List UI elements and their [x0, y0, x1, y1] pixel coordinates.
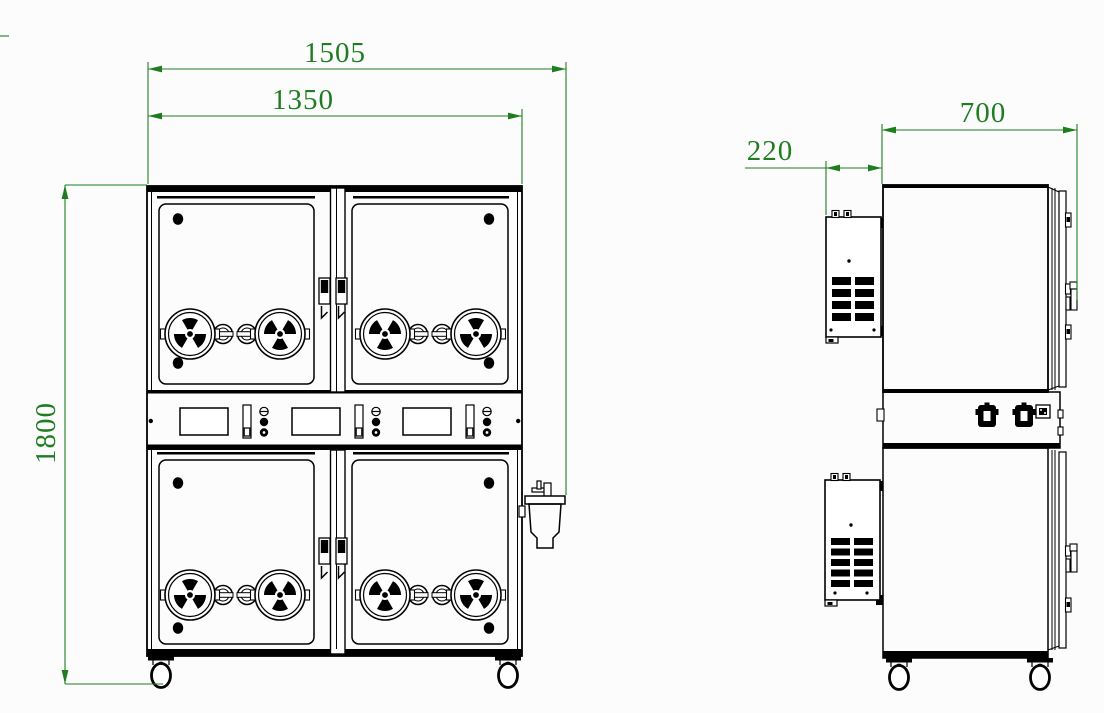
side-door-edge-upper [1047, 186, 1078, 391]
dim-overall-width-label: 1505 [304, 37, 366, 69]
front-view [146, 185, 566, 689]
caster-wheel [884, 656, 914, 691]
side-body [882, 184, 1049, 659]
screw-dot [483, 357, 495, 369]
radiation-port [249, 308, 311, 360]
dim-rear-unit-depth: 220 [745, 135, 882, 215]
rear-unit-lower [824, 472, 883, 607]
side-door-edge-lower [1047, 450, 1078, 651]
screw-dot [172, 477, 184, 489]
dimension-annotations: 1505 1350 1800 700 [0, 35, 1078, 685]
control-group [291, 404, 381, 439]
front-upper-right-door [351, 196, 509, 385]
rear-unit-upper [825, 209, 883, 344]
radiation-port [159, 308, 221, 360]
radiation-port [159, 569, 221, 621]
side-door-latch-handle [1064, 281, 1078, 311]
screw-dot [172, 622, 184, 634]
front-lower-left-door [157, 452, 315, 645]
dim-overall-height-label: 1800 [30, 402, 62, 464]
dim-depth-label: 700 [960, 97, 1007, 129]
front-upper-door-stile [318, 187, 348, 393]
radiation-port [249, 569, 311, 621]
front-lower-right-door [351, 452, 509, 645]
hinge-block [1064, 324, 1072, 340]
front-upper-left-door [157, 196, 315, 385]
radiation-port [445, 308, 507, 360]
radiation-port [354, 569, 416, 621]
dim-rear-unit-depth-label: 220 [747, 135, 794, 167]
panel-connector [975, 402, 999, 427]
side-hopper [518, 480, 566, 549]
hinge-block [1064, 597, 1072, 613]
screw-dot [172, 213, 184, 225]
panel-switch [1035, 404, 1051, 419]
front-control-band [148, 404, 521, 439]
panel-connector [1012, 402, 1036, 427]
screw-dot [172, 357, 184, 369]
caster-wheel [146, 654, 176, 689]
screw-dot [483, 213, 495, 225]
dim-cabinet-width-label: 1350 [272, 84, 334, 116]
dim-overall-width: 1505 [147, 37, 567, 495]
radiation-port [445, 569, 507, 621]
control-group [402, 404, 492, 439]
caster-wheel [493, 654, 523, 689]
side-control-band [876, 391, 1064, 449]
screw-dot [483, 622, 495, 634]
dim-overall-height: 1800 [30, 184, 163, 685]
dim-cabinet-width: 1350 [148, 84, 523, 184]
side-view [824, 184, 1078, 691]
caster-wheel [1025, 656, 1055, 691]
side-door-latch-handle [1064, 543, 1078, 573]
screw-dot [483, 477, 495, 489]
front-lower-door-stile [318, 449, 348, 655]
hinge-block [1064, 212, 1072, 228]
dim-depth: 700 [881, 97, 1078, 300]
radiation-port [354, 308, 416, 360]
control-group [179, 404, 269, 439]
